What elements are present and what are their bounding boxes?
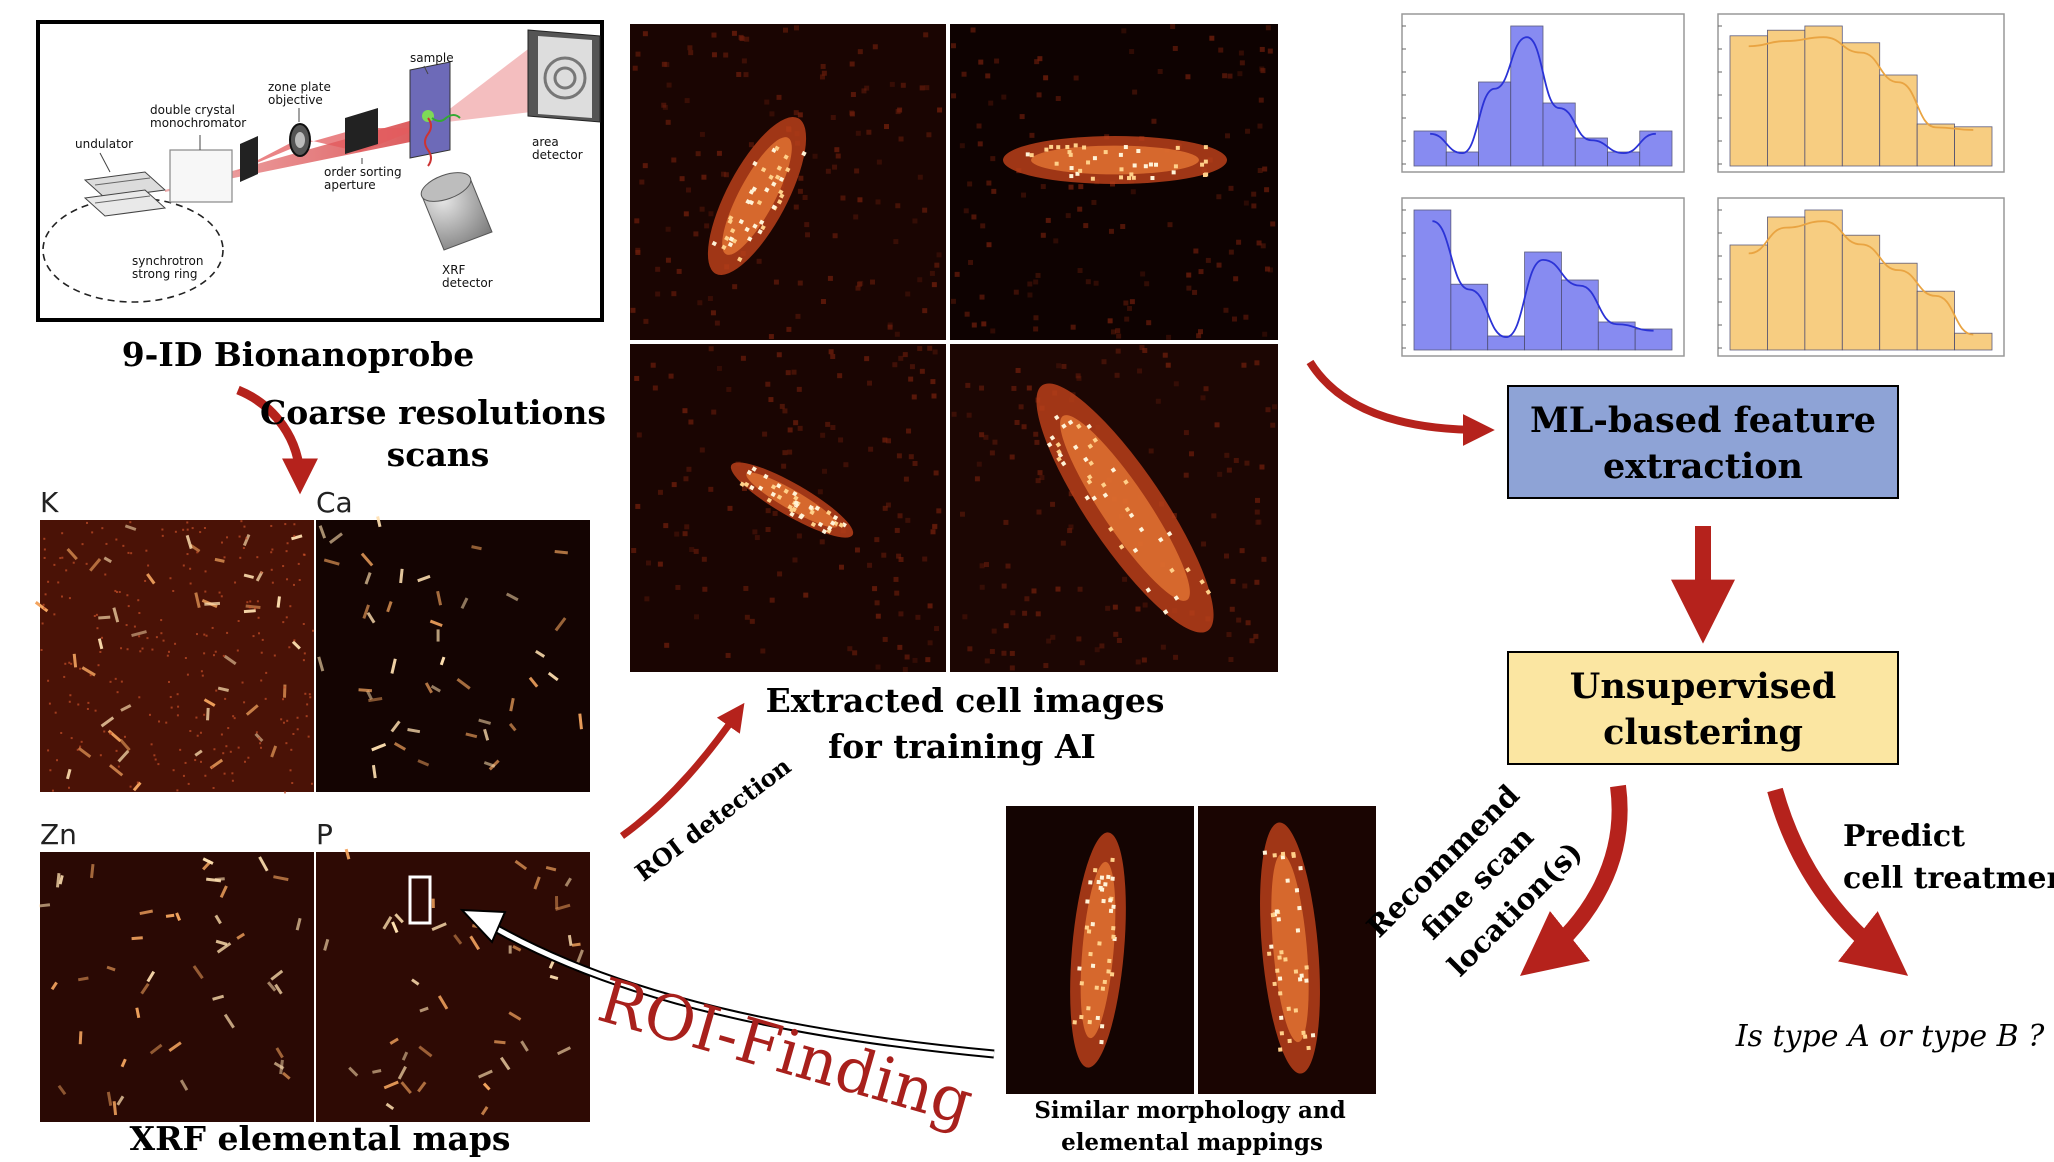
predict-text-1: Predict <box>1843 819 1965 854</box>
roi-detection-label: ROI detection <box>629 751 796 887</box>
histogram-bar <box>1487 335 1525 351</box>
element-label-p: P <box>316 818 333 851</box>
histogram-2 <box>1717 13 2005 173</box>
monochromator-box <box>169 149 233 203</box>
similar-cells: Similar morphology and elemental mapping… <box>1006 806 1376 1156</box>
histogram-bar <box>1954 332 1993 351</box>
arrow-to-ml-box <box>1306 359 1495 446</box>
histogram-kde-curve <box>1748 220 1974 336</box>
ml-box-text-1: ML-based feature <box>1530 400 1876 441</box>
sample-label: sample <box>410 51 454 65</box>
extracted-cell-images: Extracted cell images for training AI <box>630 24 1278 766</box>
undulator-icon <box>83 171 167 217</box>
monochromator-label-2: monochromator <box>150 116 246 130</box>
histogram-bar <box>1478 81 1512 167</box>
histogram-bar <box>1879 74 1918 167</box>
histogram-bar <box>1450 283 1489 351</box>
coarse-scan-text-2: scans <box>387 435 490 474</box>
histogram-bar <box>1879 262 1918 351</box>
zone-plate-label-2: objective <box>268 93 323 107</box>
xrf-elemental-maps: K Ca Zn P XRF elemental maps <box>34 486 590 1158</box>
monochromator-label-1: double crystal <box>150 103 235 117</box>
histogram-bar <box>1445 151 1479 167</box>
roi-finding-label: ROI-Finding <box>591 963 981 1139</box>
order-sorting-label-2: aperture <box>324 178 376 192</box>
zone-plate-label-1: zone plate <box>268 80 331 94</box>
histogram-kde-curve <box>1430 36 1656 155</box>
ring-label-1: synchrotron <box>132 254 204 268</box>
histogram-bar <box>1413 130 1447 167</box>
diffracted-beam <box>430 40 548 124</box>
similar-text-1: Similar morphology and <box>1034 1097 1345 1124</box>
cluster-box-text-1: Unsupervised <box>1570 666 1836 707</box>
histogram-bar <box>1767 29 1806 167</box>
histogram-bar <box>1916 123 1955 167</box>
ring-label-2: strong ring <box>132 267 198 281</box>
xrf-maps-caption: XRF elemental maps <box>130 1119 511 1158</box>
cluster-box-text-2: clustering <box>1603 712 1803 753</box>
histogram-bar <box>1607 151 1641 167</box>
arrow-to-coarse-scans <box>236 385 318 495</box>
xrf-detector-label-1: XRF <box>442 263 466 277</box>
histogram-bar <box>1916 290 1955 351</box>
histogram-kde-curve <box>1748 36 1974 131</box>
histogram-4 <box>1717 197 2005 357</box>
coarse-scan-text-1: Coarse resolutions <box>260 393 606 432</box>
predict-text-2: cell treatment <box>1843 861 2054 896</box>
aperture-plate-icon <box>240 136 258 182</box>
ml-box-text-2: extraction <box>1603 446 1803 487</box>
area-detector-icon <box>527 29 601 123</box>
unsupervised-clustering-box: Unsupervised clustering <box>1507 651 1899 765</box>
histogram-bar <box>1639 130 1673 167</box>
histogram-bar <box>1767 216 1806 351</box>
histogram-bar <box>1804 209 1843 351</box>
xrf-map-zn <box>40 852 314 1122</box>
histogram-kde-curve <box>1432 220 1654 339</box>
sample-holder-icon <box>409 61 451 159</box>
element-label-ca: Ca <box>316 486 353 519</box>
histogram-bar <box>1729 35 1768 167</box>
histogram-bar <box>1729 244 1768 351</box>
feature-histograms <box>1401 13 2005 357</box>
beamline-schematic: undulator double crystal monochromator z… <box>36 20 604 374</box>
roi-detection-arrow <box>619 702 745 839</box>
type-question: Is type A or type B ? <box>1735 1019 2046 1054</box>
arrow-recommend <box>1520 784 1628 976</box>
histogram-1 <box>1401 13 1685 173</box>
histogram-bar <box>1597 321 1636 351</box>
histogram-bar <box>1413 209 1452 351</box>
element-label-zn: Zn <box>40 818 77 851</box>
roi-box <box>408 875 432 925</box>
beamline-title: 9-ID Bionanoprobe <box>122 335 475 374</box>
element-label-k: K <box>40 486 59 519</box>
xrf-detector-icon <box>420 172 493 251</box>
similar-text-2: elemental mappings <box>1061 1129 1323 1156</box>
xrf-map-p <box>316 852 590 1122</box>
extracted-text-1: Extracted cell images <box>766 681 1165 720</box>
order-sorting-label-1: order sorting <box>324 165 402 179</box>
histogram-bar <box>1634 328 1673 351</box>
histogram-3 <box>1401 197 1685 357</box>
area-detector-label-1: area <box>532 135 559 149</box>
histogram-bar <box>1841 234 1881 351</box>
histogram-bar <box>1954 126 1993 167</box>
ml-feature-extraction-box: ML-based feature extraction <box>1507 385 1899 499</box>
histogram-bar <box>1841 42 1881 167</box>
undulator-label: undulator <box>75 137 133 151</box>
xrf-map-ca <box>316 520 590 792</box>
histogram-bar <box>1804 25 1843 167</box>
area-detector-label-2: detector <box>532 148 583 162</box>
histogram-bar <box>1561 279 1599 351</box>
roi-finding-arrow <box>459 908 995 1059</box>
extracted-text-2: for training AI <box>828 727 1096 766</box>
histogram-bar <box>1524 251 1562 351</box>
histogram-bar <box>1542 102 1576 167</box>
xrf-map-k <box>40 520 314 792</box>
xrf-detector-label-2: detector <box>442 276 493 290</box>
order-sorting-aperture-icon <box>345 108 378 154</box>
cluster-box-rect <box>1507 651 1899 765</box>
arrow-predict <box>1767 787 1909 976</box>
ml-box-rect <box>1507 385 1899 499</box>
